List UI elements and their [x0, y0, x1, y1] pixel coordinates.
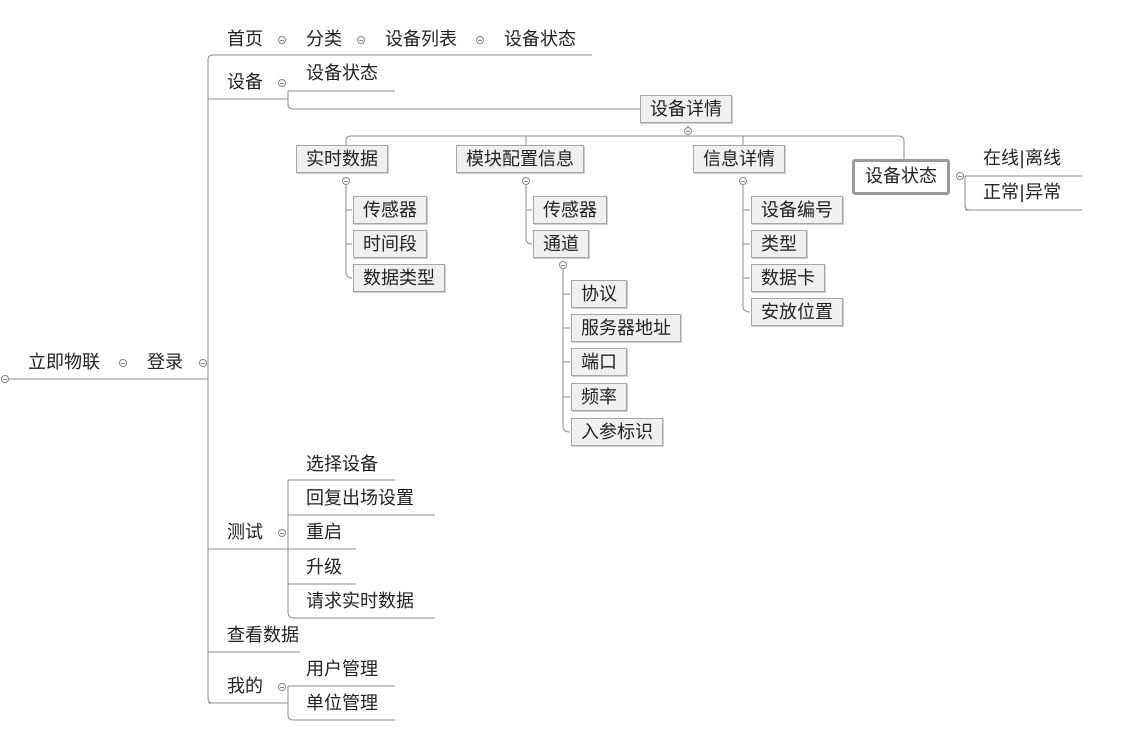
collapse-toggle-icon[interactable] [199, 359, 207, 367]
collapse-toggle-icon[interactable] [342, 177, 350, 185]
node-channel-port[interactable]: 端口 [571, 348, 627, 376]
node-realtime-sensor[interactable]: 传感器 [353, 196, 427, 224]
collapse-toggle-icon[interactable] [278, 79, 286, 87]
node-mine[interactable]: 我的 [227, 676, 263, 697]
node-device-detail[interactable]: 设备详情 [640, 95, 732, 123]
node-realtime-datatype[interactable]: 数据类型 [353, 264, 445, 292]
node-info-location[interactable]: 安放位置 [751, 298, 843, 326]
node-test-factory-reset[interactable]: 回复出场设置 [306, 488, 414, 509]
node-view-data[interactable]: 查看数据 [227, 625, 299, 646]
collapse-toggle-icon[interactable] [1, 375, 9, 383]
node-device-status[interactable]: 设备状态 [306, 63, 378, 84]
node-realtime-data[interactable]: 实时数据 [296, 145, 388, 173]
node-test[interactable]: 测试 [227, 522, 263, 543]
node-device-list[interactable]: 设备列表 [385, 29, 457, 50]
node-channel-protocol[interactable]: 协议 [571, 280, 627, 308]
collapse-toggle-icon[interactable] [476, 36, 484, 44]
node-device[interactable]: 设备 [227, 72, 263, 93]
node-realtime-period[interactable]: 时间段 [353, 230, 427, 258]
node-info-detail[interactable]: 信息详情 [693, 145, 785, 173]
collapse-toggle-icon[interactable] [357, 36, 365, 44]
node-info-card[interactable]: 数据卡 [751, 264, 825, 292]
collapse-toggle-icon[interactable] [278, 529, 286, 537]
node-test-select-device[interactable]: 选择设备 [306, 454, 378, 475]
root-node[interactable]: 立即物联 [28, 352, 100, 373]
collapse-toggle-icon[interactable] [956, 172, 964, 180]
node-device-status-top[interactable]: 设备状态 [504, 29, 576, 50]
node-test-restart[interactable]: 重启 [306, 522, 342, 543]
collapse-toggle-icon[interactable] [119, 359, 127, 367]
node-test-upgrade[interactable]: 升级 [306, 557, 342, 578]
node-module-channel[interactable]: 通道 [533, 230, 589, 258]
node-test-request-realtime[interactable]: 请求实时数据 [306, 591, 414, 612]
collapse-toggle-icon[interactable] [278, 36, 286, 44]
login-node[interactable]: 登录 [147, 352, 183, 373]
node-state-normal[interactable]: 正常|异常 [983, 182, 1062, 203]
node-category[interactable]: 分类 [306, 29, 342, 50]
node-info-type[interactable]: 类型 [751, 230, 807, 258]
node-user-management[interactable]: 用户管理 [306, 659, 378, 680]
node-state-online[interactable]: 在线|离线 [983, 148, 1062, 169]
node-channel-frequency[interactable]: 频率 [571, 383, 627, 411]
collapse-toggle-icon[interactable] [739, 177, 747, 185]
node-channel-server[interactable]: 服务器地址 [571, 314, 681, 342]
collapse-toggle-icon[interactable] [559, 261, 567, 269]
collapse-toggle-icon[interactable] [684, 127, 692, 135]
node-channel-param[interactable]: 入参标识 [571, 418, 663, 446]
node-module-sensor[interactable]: 传感器 [533, 196, 607, 224]
collapse-toggle-icon[interactable] [278, 683, 286, 691]
node-unit-management[interactable]: 单位管理 [306, 693, 378, 714]
node-module-config[interactable]: 模块配置信息 [456, 145, 584, 173]
node-home[interactable]: 首页 [227, 29, 263, 50]
node-info-number[interactable]: 设备编号 [751, 196, 843, 224]
collapse-toggle-icon[interactable] [522, 177, 530, 185]
node-device-state-selected[interactable]: 设备状态 [852, 159, 950, 195]
